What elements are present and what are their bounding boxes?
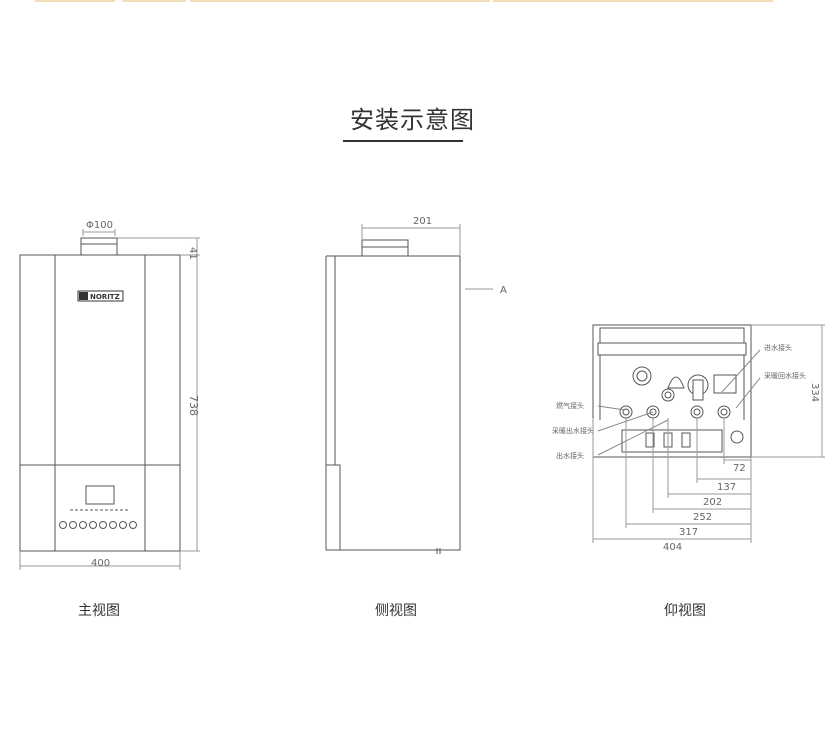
front-dim-width: 400 xyxy=(91,558,110,569)
control-button-icon xyxy=(59,521,67,529)
front-view xyxy=(19,229,200,570)
control-button-icon xyxy=(79,521,87,529)
pressure-gauge xyxy=(632,366,652,386)
control-button-icon xyxy=(69,521,77,529)
bottom-dim-72: 72 xyxy=(733,463,746,474)
bottom-dim-137: 137 xyxy=(717,482,736,493)
label-inlet: 进水接头 xyxy=(764,343,792,352)
bottom-dim-252: 252 xyxy=(693,512,712,523)
bottom-dimension-lines xyxy=(592,418,752,543)
top-accent-line xyxy=(122,0,186,2)
side-flue-pipe xyxy=(361,239,409,257)
pipe-connector-inner xyxy=(622,408,630,416)
top-accent-line xyxy=(190,0,490,2)
control-button-icon xyxy=(99,521,107,529)
control-button-icon xyxy=(119,521,127,529)
front-display xyxy=(85,485,115,505)
control-button-icon xyxy=(129,521,137,529)
control-button-icon xyxy=(109,521,117,529)
label-hot-water: 出水接头 xyxy=(556,451,584,460)
pipe-connector-icon xyxy=(619,405,633,419)
bottom-view xyxy=(592,324,825,543)
caption-side-view: 侧视图 xyxy=(375,603,417,619)
pipe-connector-inner xyxy=(649,408,657,416)
front-control-buttons xyxy=(59,521,137,529)
pipe-connector-icon xyxy=(690,405,704,419)
bottom-connectors xyxy=(619,388,731,419)
control-button-icon xyxy=(89,521,97,529)
pipe-connector-icon xyxy=(661,388,675,402)
top-accent-line xyxy=(493,0,773,2)
side-label-a: A xyxy=(500,285,507,296)
front-dim-diameter: Φ100 xyxy=(86,220,113,231)
side-view xyxy=(325,224,493,554)
side-dim-depth: 201 xyxy=(413,216,432,227)
front-flue-pipe xyxy=(80,237,118,257)
page-title: 安装示意图 xyxy=(350,106,475,134)
title-underline xyxy=(343,140,463,142)
bottom-dim-202: 202 xyxy=(703,497,722,508)
top-accent-line xyxy=(35,0,115,2)
label-heating-return: 采暖回水接头 xyxy=(764,371,806,380)
front-brand-logo: NORITZ xyxy=(77,290,124,302)
pipe-connector-inner xyxy=(664,391,672,399)
bottom-dim-317: 317 xyxy=(679,527,698,538)
bottom-dim-404: 404 xyxy=(663,542,682,553)
front-dim-top-offset: 41 xyxy=(187,247,198,260)
label-gas: 燃气接头 xyxy=(556,401,584,410)
brand-label: NORITZ xyxy=(90,293,120,301)
caption-front-view: 主视图 xyxy=(78,603,120,619)
pipe-connector-inner xyxy=(693,408,701,416)
pipe-connector-inner xyxy=(720,408,728,416)
bottom-dim-depth: 334 xyxy=(809,383,820,402)
side-body xyxy=(334,255,461,551)
label-heating-supply: 采暖出水接头 xyxy=(552,426,594,435)
caption-bottom-view: 仰视图 xyxy=(664,603,706,619)
pipe-connector-icon xyxy=(717,405,731,419)
front-dim-height: 738 xyxy=(187,395,200,416)
